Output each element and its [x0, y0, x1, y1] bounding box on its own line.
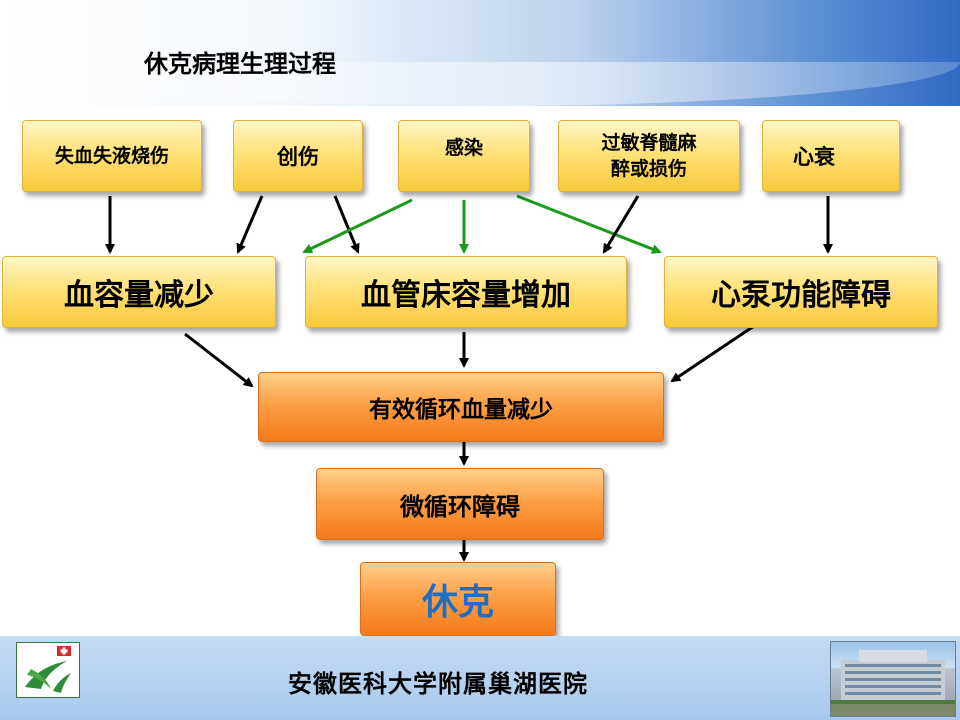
mechanism-label: 血管床容量增加	[361, 278, 571, 313]
arrow-trauma-to-vascular	[333, 195, 360, 254]
mechanism-label: 心泵功能障碍	[711, 278, 891, 313]
arrow-trauma-to-volume	[236, 195, 264, 254]
arrow-infection-to-pump	[516, 194, 662, 254]
stage-box-shock: 休克	[360, 562, 556, 636]
cause-box-infection: 感染	[398, 120, 530, 192]
mechanism-box-heart-pump: 心泵功能障碍	[664, 256, 938, 328]
mechanism-box-vascular-bed: 血管床容量增加	[305, 256, 627, 328]
arrow-pump-to-circulation	[670, 320, 761, 383]
cause-box-bleeding: 失血失液烧伤	[22, 120, 202, 192]
stage-label-shock: 休克	[421, 582, 494, 623]
stage-label: 有效循环血量减少	[369, 397, 553, 423]
cause-box-heart-failure: 心衰	[762, 120, 900, 192]
page-title: 休克病理生理过程	[144, 50, 336, 78]
footer-institution: 安徽医科大学附属巢湖医院	[288, 669, 588, 698]
arrow-infection-to-volume	[302, 198, 413, 254]
stage-label: 微循环障碍	[400, 492, 520, 521]
header-band	[0, 0, 960, 106]
cause-label-line-2: 醉或损伤	[610, 158, 687, 180]
hospital-logo-icon	[16, 642, 80, 698]
mechanism-box-blood-volume: 血容量减少	[2, 256, 276, 328]
cause-label: 失血失液烧伤	[54, 145, 169, 167]
cause-label-line-1: 过敏脊髓麻	[601, 132, 697, 154]
arrow-volume-to-circulation	[184, 332, 254, 388]
cause-box-trauma: 创伤	[233, 120, 363, 192]
arrow-allergy-to-vascular	[602, 195, 640, 254]
cause-label: 心衰	[793, 145, 835, 169]
stage-box-microcirculation: 微循环障碍	[316, 468, 604, 540]
hospital-building-image	[830, 641, 956, 717]
footer-band	[0, 636, 960, 720]
mechanism-label: 血容量减少	[64, 278, 214, 313]
cause-label: 创伤	[277, 145, 319, 169]
cause-box-allergy-spinal: 过敏脊髓麻 醉或损伤	[558, 120, 740, 192]
stage-box-effective-circulation: 有效循环血量减少	[258, 372, 664, 442]
cause-label: 感染	[444, 137, 483, 159]
